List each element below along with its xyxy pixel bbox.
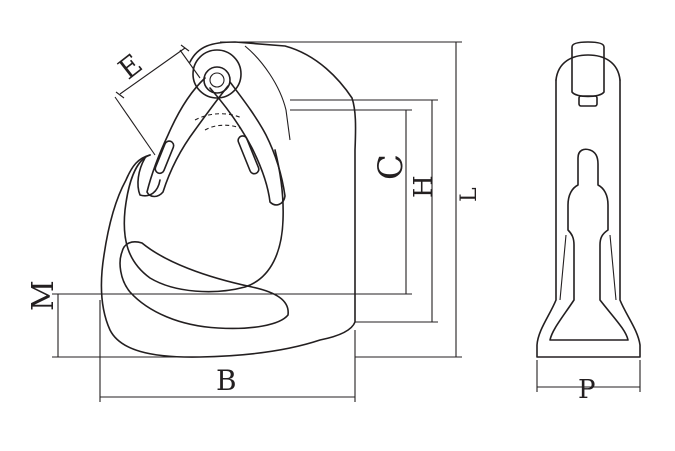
hook-throat <box>123 149 284 293</box>
latch-pivot-core <box>209 72 225 88</box>
latch-arm-left <box>146 77 229 198</box>
hook-top-recess <box>244 45 291 141</box>
hook-tip-notch <box>137 157 161 197</box>
latch-slot-left <box>154 140 175 175</box>
dim-label-c: C <box>371 154 411 180</box>
side-flare-lines <box>559 234 617 301</box>
latch-pivot-outer <box>192 49 242 99</box>
hook-front-view <box>100 41 357 358</box>
front-dimension-lines <box>52 41 462 402</box>
dim-label-h: H <box>409 175 439 198</box>
hook-side-view <box>536 41 641 358</box>
dim-label-p: P <box>578 375 596 405</box>
side-head <box>555 54 621 81</box>
hook-outer-contour <box>100 41 357 358</box>
latch-arm-right <box>209 81 286 206</box>
dim-label-m: M <box>26 280 61 311</box>
latch-pivot-nut <box>203 66 231 94</box>
dim-label-l: L <box>457 187 482 202</box>
latch-slot-right <box>237 135 260 175</box>
latch-hidden-spring <box>194 113 243 131</box>
side-cap-base <box>578 95 598 107</box>
dim-label-b: B <box>216 364 237 397</box>
side-dimension-lines <box>536 360 641 392</box>
side-shank-outline <box>536 79 641 358</box>
safety-latch <box>146 49 286 206</box>
side-latch-cap <box>571 41 605 98</box>
hook-bowl-slot <box>119 241 289 330</box>
side-inner-stem <box>549 148 629 341</box>
dim-label-e: E <box>112 47 148 86</box>
